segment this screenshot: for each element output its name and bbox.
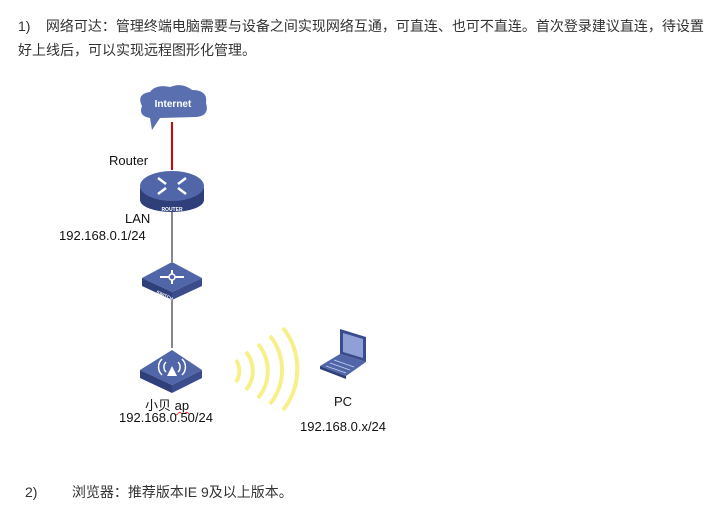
list-number: 2)	[25, 484, 38, 500]
laptop-pc-icon	[320, 329, 366, 379]
ap-label-cn: 小贝	[145, 398, 172, 413]
pc-ip-label: 192.168.0.x/24	[300, 419, 387, 434]
ap-ip-label: 192.168.0.50/24	[119, 410, 213, 425]
access-point-icon	[140, 350, 202, 393]
router-icon: ROUTER	[140, 171, 204, 213]
internet-cloud-icon: Internet	[140, 85, 207, 130]
ap-label: 小贝 ap	[145, 395, 189, 414]
paragraph-network-reachability: 1) 网络可达：管理终端电脑需要与设备之间实现网络互通，可直连、也可不直连。首次…	[18, 14, 708, 62]
router-label: Router	[109, 153, 149, 168]
svg-text:ROUTER: ROUTER	[161, 207, 183, 213]
paragraph-text: 网络可达：管理终端电脑需要与设备之间实现网络互通，可直连、也可不直连。首次登录建…	[18, 18, 704, 58]
ap-label-en: ap	[174, 398, 190, 413]
lan-label: LAN	[125, 211, 151, 226]
paragraph-text: 浏览器：推荐版本IE 9及以上版本。	[71, 484, 293, 500]
wifi-signal-icon	[234, 326, 300, 412]
list-number: 1)	[18, 18, 31, 34]
switch-icon: SWITCH	[142, 262, 202, 301]
internet-label: Internet	[155, 99, 192, 110]
paragraph-browser: 2) 浏览器：推荐版本IE 9及以上版本。	[25, 480, 715, 504]
lan-ip-label: 192.168.0.1/24	[59, 228, 146, 243]
pc-label: PC	[334, 394, 353, 409]
